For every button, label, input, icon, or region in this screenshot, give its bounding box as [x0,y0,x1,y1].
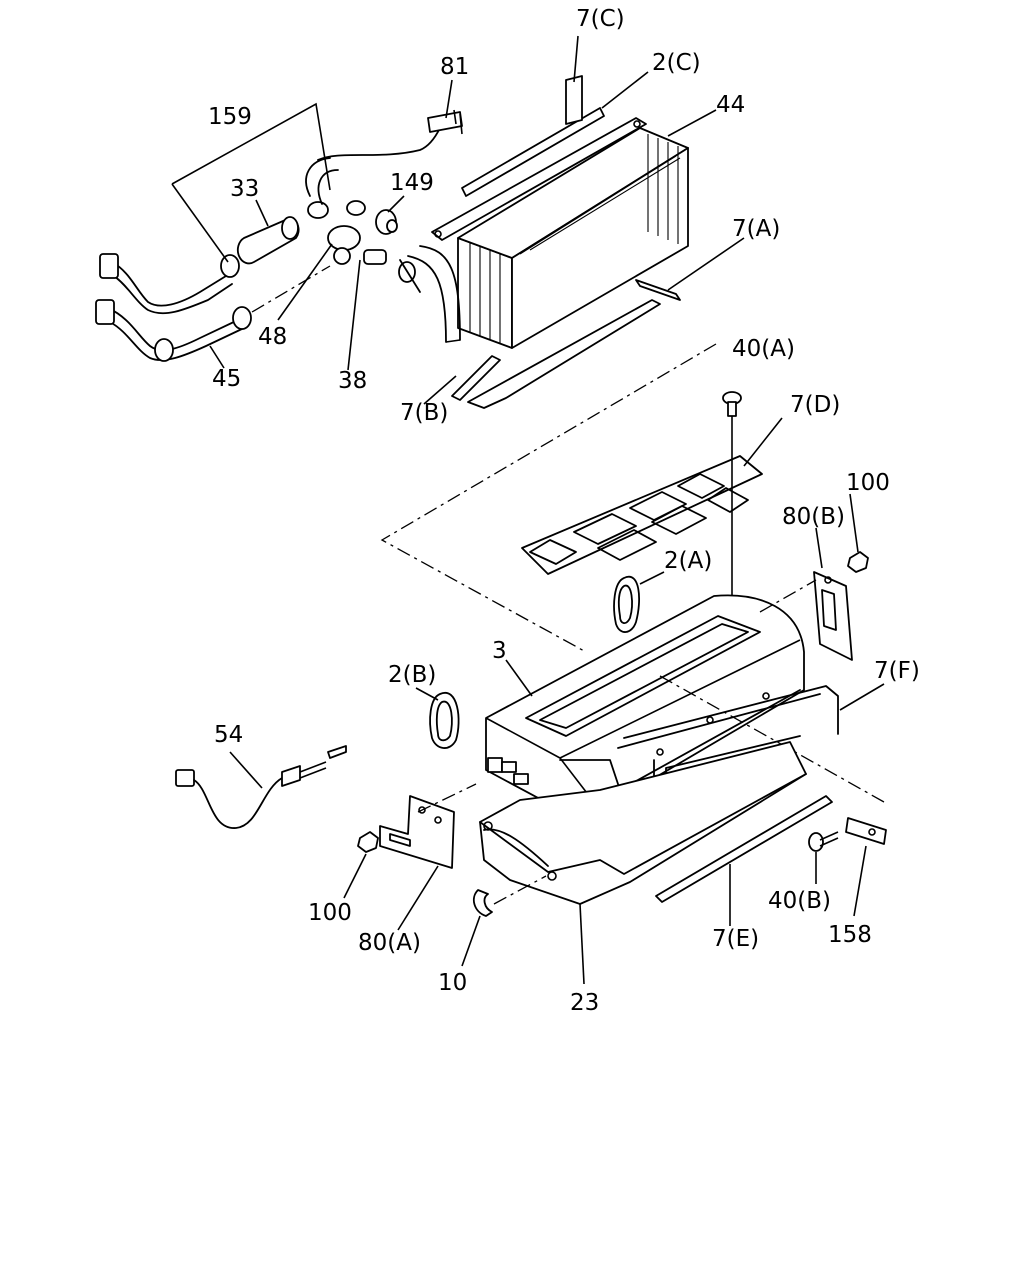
label-159: 159 [208,104,252,130]
label-2b: 2(B) [388,662,436,688]
expansion-valve-48 [305,157,387,265]
label-149: 149 [390,170,434,196]
label-7a: 7(A) [732,216,780,242]
label-7d: 7(D) [790,392,840,418]
pipe-159 [99,253,240,315]
label-100-upper: 100 [846,470,890,496]
fitting-149 [375,209,398,235]
evaporator-pipes [398,245,461,343]
label-40b: 40(B) [768,888,831,914]
label-40a: 40(A) [732,336,795,362]
case-grommets [501,761,529,785]
leader-lines [171,35,885,985]
label-7b: 7(B) [400,400,448,426]
label-7f: 7(F) [874,658,920,684]
capillary-tube [317,127,441,161]
label-7c: 7(C) [576,6,625,32]
label-158: 158 [828,922,872,948]
clip-10 [472,889,493,917]
pad-7c [565,75,583,125]
label-100-lower: 100 [308,900,352,926]
strip-7e [655,795,833,903]
nut-100-upper [847,551,869,573]
callout-labels: 7(C) 2(C) 81 44 159 33 149 7(A) 48 45 38… [208,6,920,1016]
insulator-33 [236,216,300,265]
label-81: 81 [440,54,469,80]
seal-2c [431,107,647,241]
label-80b: 80(B) [782,504,845,530]
evaporator-core [457,127,689,349]
thermistor-81 [427,109,463,135]
filter-7d [521,455,763,575]
label-44: 44 [716,92,745,118]
gasket-2a [613,575,641,633]
label-54: 54 [214,722,243,748]
label-48: 48 [258,324,287,350]
label-23: 23 [570,990,599,1016]
label-3: 3 [492,638,507,664]
nut-100-lower [357,831,379,853]
bracket-80a [379,795,455,869]
label-7e: 7(E) [712,926,759,952]
sensor-54 [175,745,347,829]
pipe-45 [95,299,252,362]
pad-7a [635,279,681,301]
label-2a: 2(A) [664,548,712,574]
label-45: 45 [212,366,241,392]
label-2c: 2(C) [652,50,701,76]
plate-158 [845,817,887,845]
label-80a: 80(A) [358,930,421,956]
label-10: 10 [438,970,467,996]
gasket-2b [429,691,460,749]
pad-7b [451,299,661,409]
screw-40a [722,391,742,630]
bracket-80b [813,571,853,661]
lower-case-23 [479,741,807,905]
screw-40b [808,831,839,852]
label-38: 38 [338,368,367,394]
label-33: 33 [230,176,259,202]
